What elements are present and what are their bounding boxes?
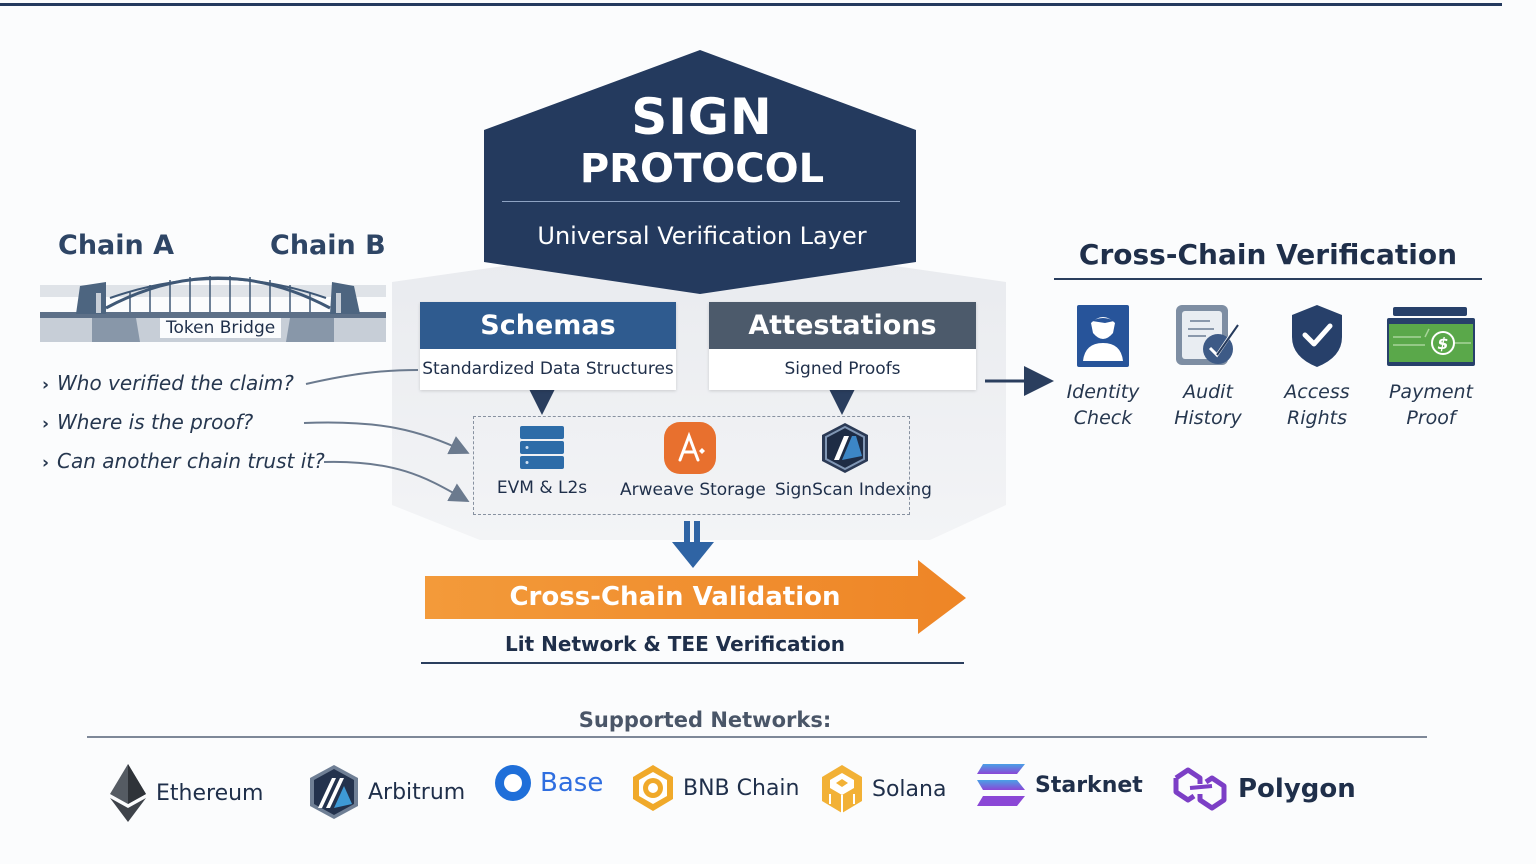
verification-divider xyxy=(1054,278,1482,280)
cross-chain-validation-label: Cross-Chain Validation xyxy=(509,582,841,612)
signscan-hex-icon xyxy=(822,423,868,473)
document-check-icon xyxy=(1176,305,1239,365)
header-subtitle: Universal Verification Layer xyxy=(537,222,867,250)
bnb-icon xyxy=(633,765,673,811)
attestations-card: Attestations Signed Proofs xyxy=(709,302,976,390)
storage-item-arweave: Arweave Storage xyxy=(620,422,766,500)
question-item: ›Where is the proof? xyxy=(42,410,254,434)
chevron-right-icon: › xyxy=(42,453,50,473)
verification-item-access: Access Rights xyxy=(1257,303,1377,431)
svg-text:$: $ xyxy=(1437,334,1448,353)
storage-item-evm: EVM & L2s xyxy=(492,424,592,498)
network-polygon: Polygon xyxy=(1172,764,1356,814)
question-connector-2 xyxy=(303,421,470,455)
network-arbitrum: Arbitrum xyxy=(308,764,465,820)
server-stack-icon xyxy=(520,426,564,469)
top-divider xyxy=(0,3,1502,6)
network-solana: Solana xyxy=(820,764,946,814)
supported-networks-title: Supported Networks: xyxy=(578,708,832,732)
cross-chain-verification-title: Cross-Chain Verification xyxy=(1078,238,1458,271)
schemas-card-title: Schemas xyxy=(420,302,676,349)
question-connector-1 xyxy=(305,369,419,385)
network-ethereum: Ethereum xyxy=(108,764,263,822)
ethereum-icon xyxy=(110,764,146,822)
schemas-card: Schemas Standardized Data Structures xyxy=(420,302,676,390)
money-bill-icon: $ xyxy=(1387,307,1475,366)
storage-item-signscan: SignScan Indexing xyxy=(775,423,932,500)
starknet-icon xyxy=(977,764,1025,806)
arweave-icon xyxy=(664,422,716,474)
question-connector-3 xyxy=(323,460,470,502)
chevron-right-icon: › xyxy=(42,414,50,434)
verification-item-identity: Identity Check xyxy=(1043,303,1163,431)
question-item: ›Who verified the claim? xyxy=(42,371,294,395)
title-protocol: PROTOCOL xyxy=(579,146,825,192)
title-sign: SIGN xyxy=(631,88,773,146)
question-item: ›Can another chain trust it? xyxy=(42,449,325,473)
identity-card-icon xyxy=(1077,305,1129,367)
solana-icon xyxy=(822,765,862,813)
header-divider xyxy=(502,201,900,202)
validation-arrow xyxy=(425,560,966,634)
chevron-right-icon: › xyxy=(42,375,50,395)
hex-header xyxy=(484,50,916,294)
network-starknet: Starknet xyxy=(975,764,1143,806)
attestations-card-body: Signed Proofs xyxy=(784,359,901,379)
validation-subtitle: Lit Network & TEE Verification xyxy=(505,632,845,656)
networks-divider xyxy=(87,736,1427,738)
token-bridge-label: Token Bridge xyxy=(160,318,282,338)
chain-a-label: Chain A xyxy=(58,230,175,261)
verification-item-audit: Audit History xyxy=(1148,303,1268,431)
validation-divider xyxy=(421,662,964,664)
network-base: Base xyxy=(494,764,603,802)
storage-layer-box xyxy=(473,416,910,515)
attestations-card-title: Attestations xyxy=(709,302,976,349)
network-bnb-chain: BNB Chain xyxy=(631,764,799,812)
validation-down-arrow xyxy=(672,521,714,568)
arbitrum-icon xyxy=(310,765,358,819)
verification-item-payment: $ Payment Proof xyxy=(1371,303,1491,431)
base-icon xyxy=(495,765,531,801)
polygon-icon xyxy=(1173,767,1227,811)
chain-b-label: Chain B xyxy=(270,230,386,261)
shield-check-icon xyxy=(1292,305,1342,367)
schemas-card-body: Standardized Data Structures xyxy=(422,359,674,379)
